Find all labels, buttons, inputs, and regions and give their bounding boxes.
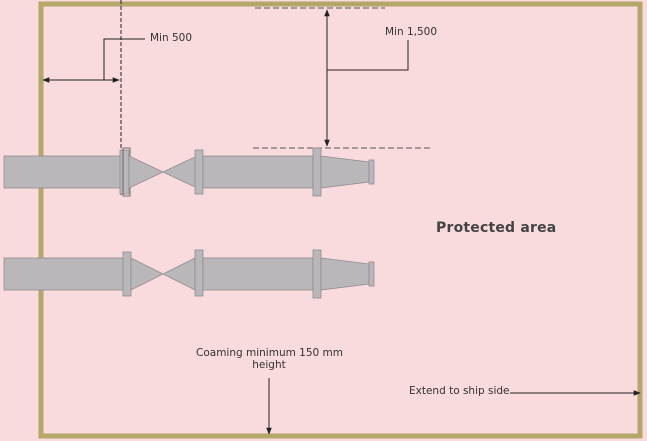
extend-label: Extend to ship side	[409, 385, 510, 397]
coaming-label-line1: Coaming minimum 150 mm	[196, 347, 343, 359]
coaming-label-line2: height	[252, 359, 286, 372]
coaming-label: Coaming minimum 150 mm height	[196, 347, 343, 372]
min-1500-leader-line	[327, 40, 409, 71]
min-500-leader-line	[103, 38, 145, 80]
min-1500-label: Min 1,500	[385, 26, 438, 38]
upper-pipe-assembly	[3, 147, 375, 197]
protected-area-border	[38, 1, 643, 439]
lower-pipe-assembly	[3, 249, 375, 299]
min-500-label: Min 500	[150, 32, 193, 44]
protected-area-label: Protected area	[436, 220, 557, 236]
